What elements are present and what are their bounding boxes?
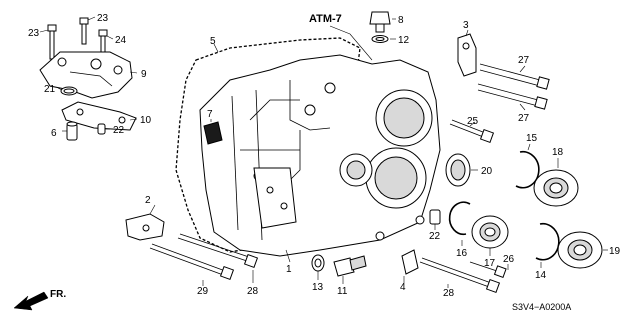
callout-26[interactable]: 26 xyxy=(503,254,515,265)
bracket-2[interactable] xyxy=(125,204,165,241)
callout-17[interactable]: 17 xyxy=(484,258,496,269)
callout-27-lower[interactable]: 27 xyxy=(518,113,530,124)
bolt-23-left[interactable] xyxy=(47,24,57,60)
callout-21[interactable]: 21 xyxy=(44,84,56,95)
snap-ring-16[interactable] xyxy=(448,201,471,246)
front-direction-label: FR. xyxy=(50,289,66,300)
callout-12[interactable]: 12 xyxy=(398,35,410,46)
callout-1[interactable]: 1 xyxy=(286,264,292,275)
washer-13[interactable] xyxy=(311,254,325,280)
callout-13[interactable]: 13 xyxy=(312,282,324,293)
callout-11[interactable]: 11 xyxy=(337,286,348,297)
oil-seal-20[interactable] xyxy=(445,153,478,187)
bracket-4[interactable] xyxy=(401,249,419,283)
drain-plug-11[interactable] xyxy=(333,255,367,284)
callout-18[interactable]: 18 xyxy=(552,147,564,158)
callout-28-left[interactable]: 28 xyxy=(247,286,259,297)
callout-9[interactable]: 9 xyxy=(141,69,147,80)
callout-20[interactable]: 20 xyxy=(481,166,493,177)
bolt-25[interactable] xyxy=(449,119,495,144)
callout-25[interactable]: 25 xyxy=(467,116,479,127)
bolt-26[interactable] xyxy=(469,261,509,279)
callout-6[interactable]: 6 xyxy=(51,128,57,139)
bearing-17[interactable] xyxy=(471,215,509,256)
upper-bracket-assembly xyxy=(39,16,138,141)
front-direction-indicator: FR. xyxy=(13,289,66,311)
dowel-pin-6[interactable] xyxy=(66,121,78,141)
o-ring-21[interactable] xyxy=(60,86,78,96)
callout-15[interactable]: 15 xyxy=(526,133,538,144)
callout-27-upper[interactable]: 27 xyxy=(518,55,530,66)
diagram-code: S3V4−A0200A xyxy=(512,302,571,312)
callout-10[interactable]: 10 xyxy=(140,115,152,126)
callout-5[interactable]: 5 xyxy=(210,36,216,47)
callout-8[interactable]: 8 xyxy=(398,15,404,26)
front-arrow-icon xyxy=(13,291,49,311)
atm-7-reference[interactable]: ATM-7 xyxy=(309,13,373,61)
callout-28-right[interactable]: 28 xyxy=(443,288,455,299)
stay-plate-10[interactable] xyxy=(61,101,137,131)
bolt-29[interactable] xyxy=(149,243,235,286)
callout-22-lower[interactable]: 22 xyxy=(429,231,441,242)
snap-ring-15[interactable] xyxy=(515,143,540,189)
callout-2[interactable]: 2 xyxy=(145,195,151,206)
bolt-23-right[interactable] xyxy=(79,17,89,45)
bearing-18[interactable] xyxy=(533,158,579,207)
callout-19[interactable]: 19 xyxy=(609,246,621,257)
callout-7[interactable]: 7 xyxy=(207,109,213,120)
bracket-9[interactable] xyxy=(39,51,133,99)
callout-23-right[interactable]: 23 xyxy=(97,13,109,24)
callout-29[interactable]: 29 xyxy=(197,286,209,297)
bearing-19[interactable] xyxy=(557,231,608,269)
callout-22-upper[interactable]: 22 xyxy=(113,125,125,136)
bolt-28-left[interactable] xyxy=(177,233,259,283)
callout-labels: 1 2 3 4 5 6 7 8 9 10 11 12 13 14 15 16 1… xyxy=(28,13,621,299)
bolt-28-right[interactable] xyxy=(419,257,501,294)
bracket-3[interactable] xyxy=(457,29,477,77)
bolt-27-upper[interactable] xyxy=(479,63,550,90)
bolt-27-lower[interactable] xyxy=(477,83,548,111)
callout-3[interactable]: 3 xyxy=(463,20,469,31)
washer-12[interactable] xyxy=(371,35,396,43)
dowel-pin-22[interactable] xyxy=(429,209,441,230)
callout-16[interactable]: 16 xyxy=(456,248,468,259)
transmission-housing-1[interactable] xyxy=(199,54,441,263)
dowel-pin-22-small[interactable] xyxy=(97,123,106,135)
callout-24[interactable]: 24 xyxy=(115,35,127,46)
snap-ring-14[interactable] xyxy=(535,222,560,268)
plug-8[interactable] xyxy=(369,11,396,33)
callout-14[interactable]: 14 xyxy=(535,270,547,281)
atm-7-label[interactable]: ATM-7 xyxy=(309,13,342,25)
breather-cap-7[interactable] xyxy=(203,119,223,145)
callout-4[interactable]: 4 xyxy=(400,282,406,293)
callout-23-left[interactable]: 23 xyxy=(28,28,40,39)
